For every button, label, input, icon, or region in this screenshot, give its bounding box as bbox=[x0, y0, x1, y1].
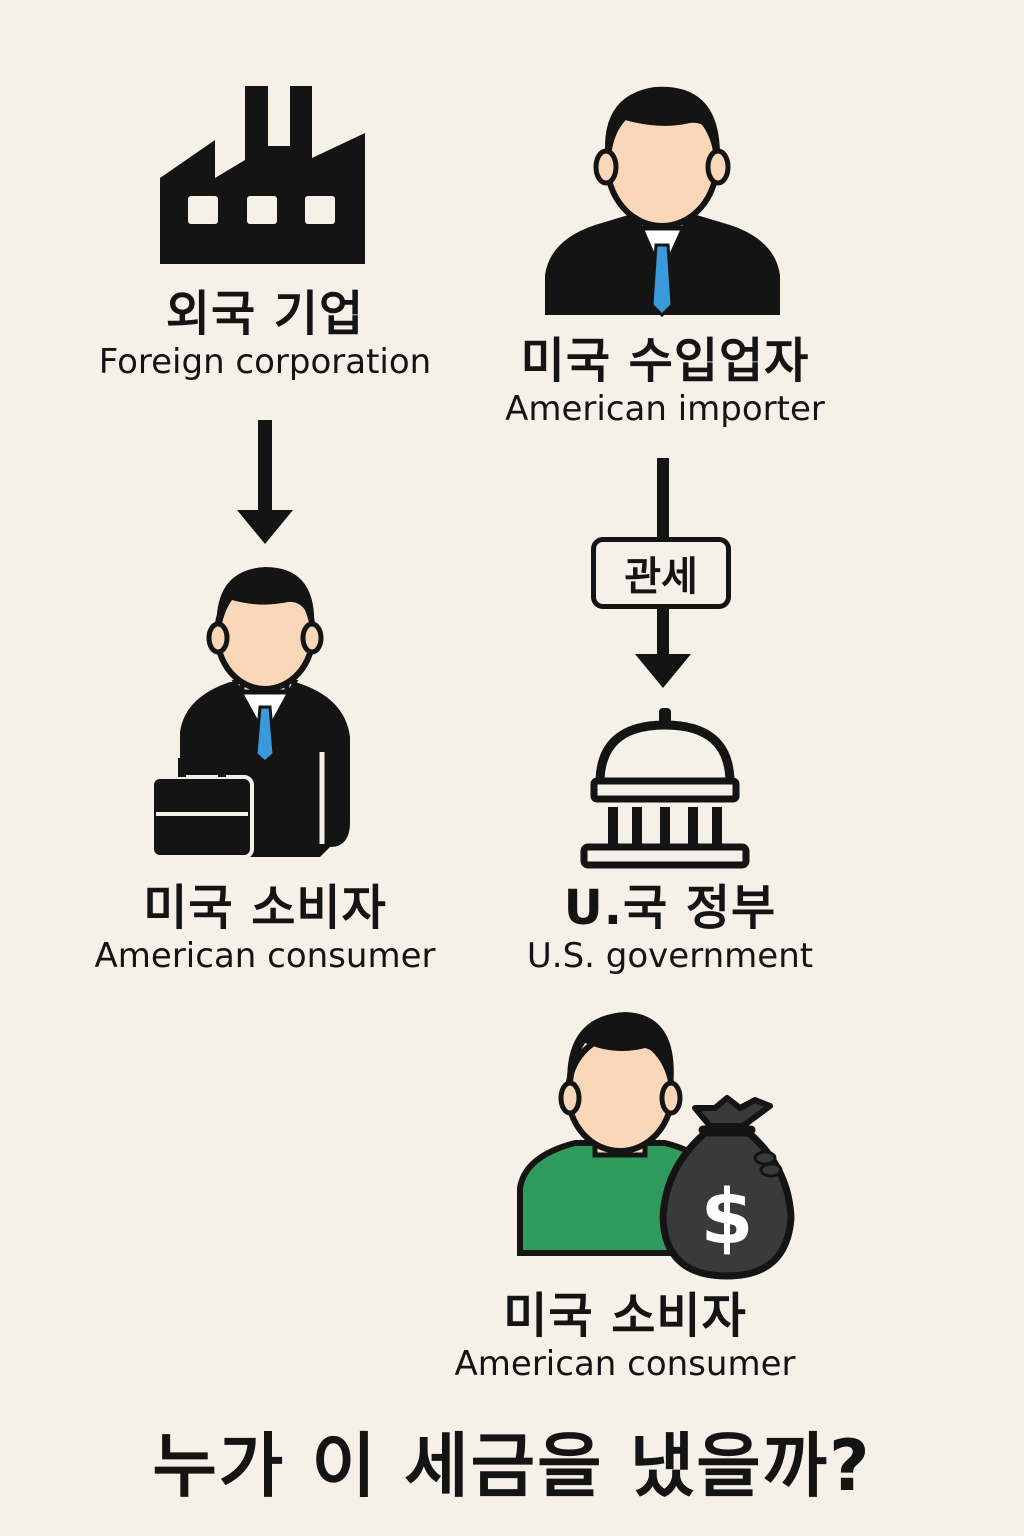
us-government-ko-label: U.국 정부 bbox=[563, 880, 777, 936]
us-government-en-label: U.S. government bbox=[526, 935, 814, 976]
american-consumer-left-en-label: American consumer bbox=[94, 935, 436, 976]
foreign-corporation-node: 외국 기업 Foreign corporation bbox=[60, 288, 470, 383]
person-money-bag-icon: $ bbox=[517, 1012, 795, 1280]
factory-icon bbox=[160, 86, 365, 264]
american-importer-node: 미국 수입업자 American importer bbox=[470, 335, 860, 430]
svg-text:$: $ bbox=[701, 1172, 754, 1261]
foreign-corporation-ko-label: 외국 기업 bbox=[165, 286, 365, 342]
us-government-node: U.국 정부 U.S. government bbox=[470, 882, 870, 977]
american-consumer-bottom-node: 미국 소비자 American consumer bbox=[420, 1290, 830, 1385]
businessman-icon bbox=[545, 86, 780, 318]
question-heading: 누가 이 세금을 냈을까? bbox=[152, 1425, 872, 1507]
american-consumer-left-node: 미국 소비자 American consumer bbox=[60, 882, 470, 977]
businessman-briefcase-icon bbox=[150, 567, 350, 859]
tariff-label-box: 관세 bbox=[591, 537, 731, 609]
american-consumer-left-ko-label: 미국 소비자 bbox=[143, 880, 387, 936]
american-consumer-bottom-ko-label: 미국 소비자 bbox=[503, 1288, 747, 1344]
foreign-corporation-en-label: Foreign corporation bbox=[98, 341, 432, 382]
capitol-icon bbox=[580, 708, 750, 869]
tariff-label: 관세 bbox=[624, 554, 698, 600]
american-importer-ko-label: 미국 수입업자 bbox=[520, 333, 810, 389]
arrow-down-left bbox=[237, 420, 293, 544]
american-consumer-bottom-en-label: American consumer bbox=[454, 1343, 796, 1384]
american-importer-en-label: American importer bbox=[505, 388, 825, 429]
